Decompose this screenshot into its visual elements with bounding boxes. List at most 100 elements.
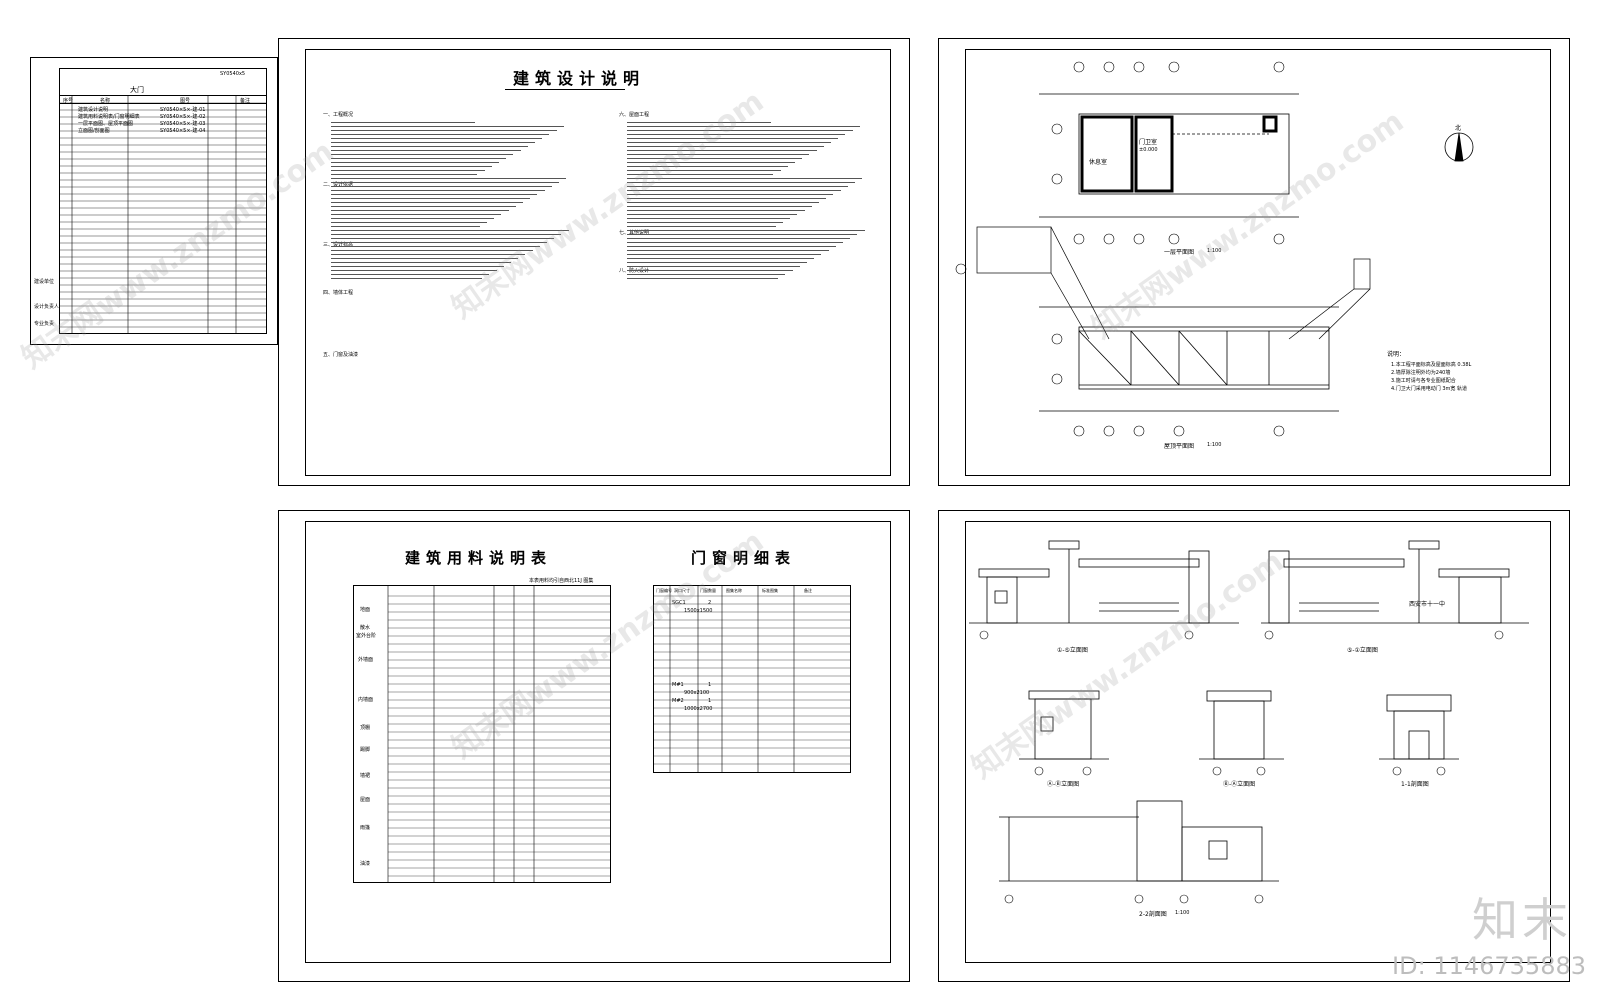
- mat-row-1: 地面: [360, 607, 371, 613]
- plan-notes-title: 说明：: [1387, 351, 1406, 358]
- dw-row-2-code: M#1: [672, 682, 684, 688]
- notes-sec-1: 一、工程概况: [323, 112, 354, 118]
- text-line: [627, 210, 805, 211]
- text-line: [331, 206, 516, 207]
- notes-sec-8: 八、防火设计: [619, 268, 650, 274]
- text-line: [331, 178, 567, 179]
- text-line: [627, 238, 851, 239]
- text-line: [331, 262, 511, 263]
- dw-h-std: 标准图集: [762, 588, 778, 593]
- text-line: [331, 134, 550, 135]
- sec1-title: 1-1剖面图: [1401, 781, 1429, 788]
- design-notes-sheet: 建筑设计说明 一、工程概况 二、设计依据 三、设计标高 四、墙体工程 五、门窗及…: [278, 38, 910, 486]
- text-line: [627, 134, 846, 135]
- text-line: [627, 234, 858, 235]
- elevations-frame: [965, 521, 1551, 963]
- text-line: [331, 130, 557, 131]
- mat-row-9: 屋面: [360, 797, 371, 803]
- text-line: [331, 190, 545, 191]
- text-line: [331, 186, 552, 187]
- text-line: [331, 278, 483, 279]
- text-line: [331, 170, 485, 171]
- dw-row-2-qty: 1: [708, 682, 712, 688]
- text-line: [627, 254, 822, 255]
- index-table: SY0540x5 大门 序号 名称 图号 备注 建筑设计说明 SY0540×5×…: [59, 68, 267, 334]
- index-col-remark: 备注: [240, 98, 251, 104]
- index-project: 大门: [130, 86, 144, 94]
- text-line: [331, 146, 528, 147]
- dw-row-1-qty: 2: [708, 600, 712, 606]
- text-line: [331, 174, 478, 175]
- dw-h-size: 洞口尺寸: [674, 588, 690, 593]
- text-line: [627, 222, 783, 223]
- text-line: [627, 278, 779, 279]
- text-line: [331, 126, 564, 127]
- text-line: [627, 246, 836, 247]
- mat-row-6: 顶棚: [360, 725, 371, 731]
- dw-row-1-code: SGC1: [672, 600, 686, 606]
- text-line: [627, 166, 788, 167]
- text-line: [627, 162, 795, 163]
- plan1-scale: 1:100: [1207, 248, 1222, 254]
- notes-sec-7: 七、其他说明: [619, 230, 650, 236]
- text-line: [331, 194, 538, 195]
- north-arrow-icon: [1444, 132, 1474, 162]
- text-line: [627, 266, 800, 267]
- materials-note: 本表用料均引自西北11J 图集: [529, 578, 594, 584]
- text-line: [627, 130, 853, 131]
- notes-sec-4: 四、墙体工程: [323, 290, 354, 296]
- dw-h-atlas: 图集名称: [726, 588, 742, 593]
- door-window-table: 门窗编号 洞口尺寸 门窗数量 图集名称 标准图集 备注 SGC1 1500x15…: [653, 585, 851, 773]
- plan-note-4: 4.门卫大门采用电动门 3m宽 轨道: [1391, 386, 1468, 392]
- text-line: [627, 226, 776, 227]
- text-line: [627, 170, 781, 171]
- text-line: [331, 274, 490, 275]
- mat-row-3: 室外台阶: [356, 633, 377, 639]
- brand-id: ID: 1146735883: [1392, 952, 1586, 980]
- materials-title: 建筑用料说明表: [405, 549, 553, 567]
- index-side-2: 设计负责人: [34, 304, 60, 310]
- text-line: [331, 254, 526, 255]
- room-rest: 休息室: [1089, 159, 1108, 166]
- mat-row-10: 雨篷: [360, 825, 371, 831]
- index-col-name: 名称: [100, 98, 111, 104]
- plans-frame: [965, 49, 1551, 476]
- text-line: [331, 182, 559, 183]
- text-line: [627, 122, 771, 123]
- text-line: [627, 126, 860, 127]
- text-line: [627, 190, 841, 191]
- text-line: [331, 218, 495, 219]
- text-line: [331, 202, 523, 203]
- index-code: SY0540x5: [220, 71, 246, 77]
- text-line: [331, 250, 533, 251]
- elev4-title: Ⓑ-Ⓐ立面图: [1223, 781, 1256, 788]
- text-line: [331, 210, 509, 211]
- north-label: 北: [1455, 125, 1462, 132]
- text-line: [627, 186, 848, 187]
- door-window-title: 门窗明细表: [691, 549, 797, 567]
- text-line: [627, 214, 798, 215]
- design-notes-underline: [505, 89, 625, 90]
- dw-row-3-qty: 1: [708, 698, 712, 704]
- text-line: [331, 242, 547, 243]
- text-line: [331, 162, 499, 163]
- text-line: [627, 242, 843, 243]
- design-notes-frame: [305, 49, 891, 476]
- text-line: [627, 258, 815, 259]
- text-line: [331, 142, 535, 143]
- text-line: [331, 214, 502, 215]
- elevations-sheet: 西安市十一中 ①-⑤立面图 ⑤-①立面图 Ⓐ-Ⓑ立面图 Ⓑ-Ⓐ立面图 1-1剖面…: [938, 510, 1570, 982]
- dw-h-code: 门窗编号: [656, 588, 672, 593]
- plan-note-3: 3.施工时请与各专业图纸配合: [1391, 378, 1456, 384]
- text-line: [331, 158, 507, 159]
- plans-sheet: 门卫室 休息室 ±0.000 北 一层平面图 1:100 屋顶平面图 1:100…: [938, 38, 1570, 486]
- mat-row-4: 外墙面: [358, 657, 374, 663]
- roof-plan: [1039, 306, 1339, 412]
- text-line: [331, 222, 487, 223]
- elev2-title: ⑤-①立面图: [1347, 647, 1378, 654]
- text-line: [627, 206, 812, 207]
- mat-row-5: 内墙面: [358, 697, 374, 703]
- index-side-3: 专业负责: [34, 321, 55, 327]
- dw-h-qty: 门窗数量: [700, 588, 716, 593]
- dw-row-2-size: 900x2100: [684, 690, 710, 696]
